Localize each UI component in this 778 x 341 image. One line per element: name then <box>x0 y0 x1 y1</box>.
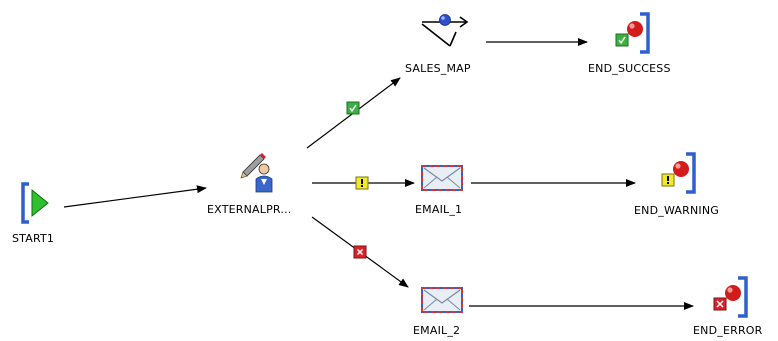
human-task-icon <box>240 153 273 193</box>
start-node-label: START1 <box>12 232 55 245</box>
externalpr-node-label: EXTERNALPR... <box>207 203 292 216</box>
end-warning-node[interactable] <box>658 152 698 194</box>
end-error-node[interactable] <box>710 276 750 318</box>
email-2-node-label: EMAIL_2 <box>413 324 461 337</box>
end-warning-node-label: END_WARNING <box>634 204 720 217</box>
error-condition-badge[interactable] <box>353 245 367 259</box>
success-condition-badge[interactable] <box>346 101 360 115</box>
email-icon <box>421 165 463 191</box>
email-1-node[interactable] <box>420 163 464 193</box>
end-success-node[interactable] <box>612 12 652 54</box>
start-icon <box>21 182 49 224</box>
end-warning-icon <box>661 152 696 194</box>
end-error-icon <box>713 276 748 318</box>
end-error-node-label: END_ERROR <box>693 324 763 337</box>
email-icon <box>421 287 463 313</box>
connector-start-to-externalpr[interactable] <box>63 185 207 208</box>
email-1-node-label: EMAIL_1 <box>415 203 463 216</box>
warning-condition-badge[interactable] <box>355 176 369 190</box>
start-node[interactable] <box>20 182 50 224</box>
end-success-icon <box>615 12 650 54</box>
sales-map-node-label: SALES_MAP <box>405 62 471 75</box>
externalpr-node[interactable] <box>240 152 276 194</box>
sales-map-node[interactable] <box>420 10 470 52</box>
map-icon <box>421 14 469 47</box>
end-success-node-label: END_SUCCESS <box>588 62 671 75</box>
email-2-node[interactable] <box>420 285 464 315</box>
